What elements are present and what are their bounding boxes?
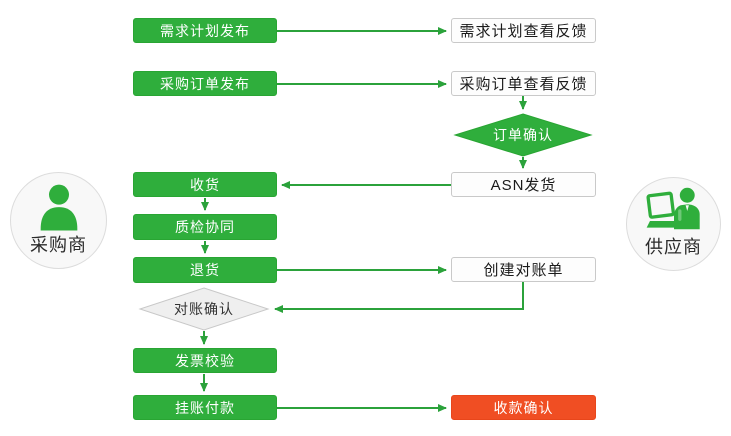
diamond-shape xyxy=(138,287,270,331)
node-receive-goods: 收货 xyxy=(133,172,277,197)
person-icon xyxy=(40,184,77,231)
supplier-actor: 供应商 xyxy=(626,177,721,271)
buyer-actor: 采购商 xyxy=(10,172,107,269)
node-payment-confirm: 收款确认 xyxy=(451,395,596,420)
node-payment-on-account: 挂账付款 xyxy=(133,395,277,420)
node-quality-collab: 质检协同 xyxy=(133,214,277,240)
decision-order-label: 订单确认 xyxy=(493,127,553,143)
decision-reconcile-confirm: 对账确认 xyxy=(138,287,270,331)
person-laptop-icon xyxy=(645,188,700,230)
node-demand-plan-publish: 需求计划发布 xyxy=(133,18,277,43)
connector-statement-to-reconcile xyxy=(274,282,524,313)
node-demand-plan-feedback: 需求计划查看反馈 xyxy=(451,18,596,43)
supplier-label: 供应商 xyxy=(645,237,702,258)
node-asn-ship: ASN发货 xyxy=(451,172,596,197)
node-create-statement: 创建对账单 xyxy=(451,257,596,282)
buyer-label: 采购商 xyxy=(30,235,87,256)
decision-order-confirm: 订单确认 xyxy=(453,113,593,157)
node-po-feedback: 采购订单查看反馈 xyxy=(451,71,596,96)
node-return-goods: 退货 xyxy=(133,257,277,283)
decision-reconcile-label: 对账确认 xyxy=(174,301,234,317)
diamond-shape xyxy=(453,113,593,157)
node-invoice-check: 发票校验 xyxy=(133,348,277,373)
node-po-publish: 采购订单发布 xyxy=(133,71,277,96)
